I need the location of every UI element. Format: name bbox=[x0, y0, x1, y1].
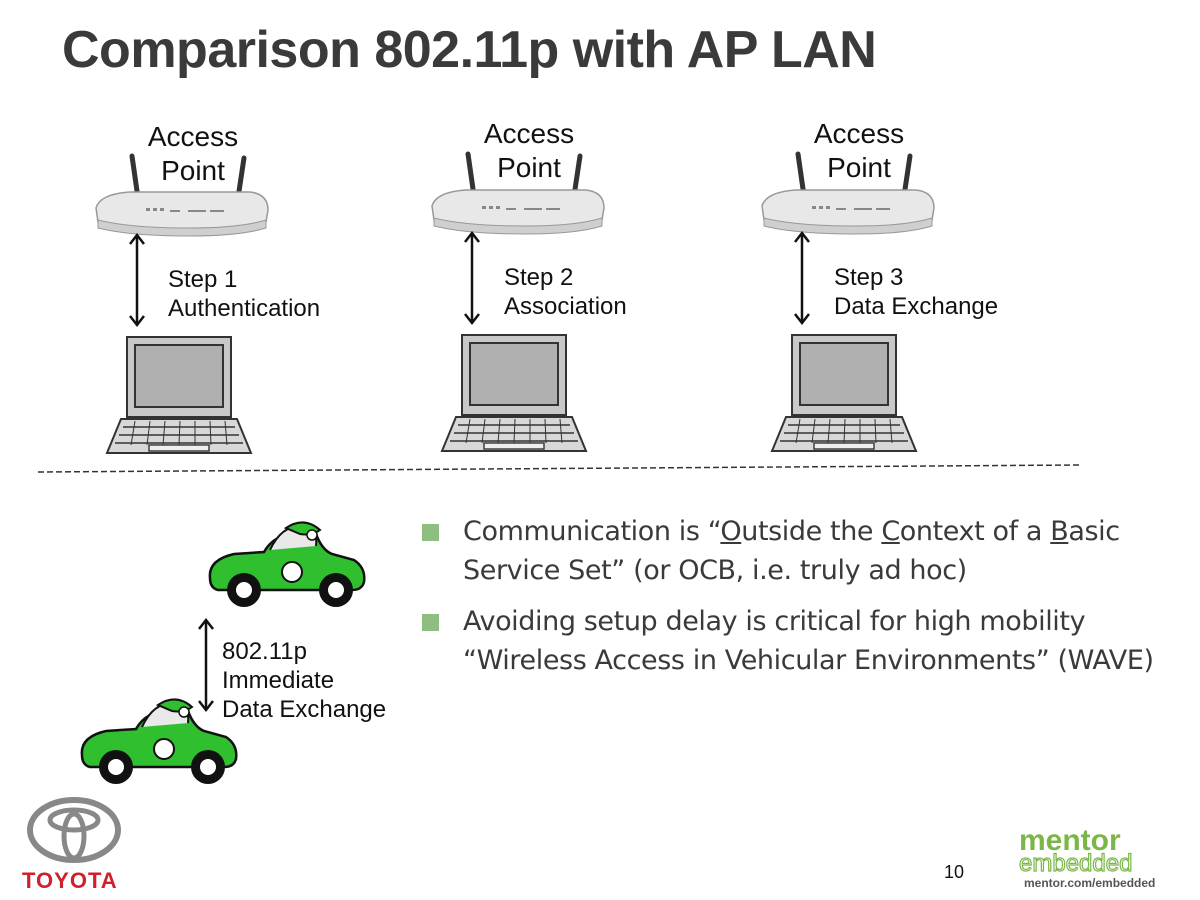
step-3-label: Step 3 Data Exchange bbox=[834, 263, 998, 321]
access-point-label-line2: Point bbox=[161, 155, 225, 186]
double-arrow-icon bbox=[129, 233, 146, 327]
mentor-embedded-logo: mentor embedded bbox=[1018, 826, 1133, 876]
step-1-label: Step 1 Authentication bbox=[168, 265, 320, 323]
mentor-logo-word: mentor bbox=[1019, 826, 1121, 857]
router-icon bbox=[756, 148, 941, 240]
access-point-label-line2: Point bbox=[497, 152, 561, 183]
bullet-list: Communication is “Outside the Context of… bbox=[422, 512, 1162, 692]
mentor-url: mentor.com/embedded bbox=[1024, 876, 1156, 890]
protocol-name: 802.11p bbox=[222, 638, 307, 665]
step-number: Step 2 bbox=[504, 264, 574, 291]
step-number: Step 1 bbox=[168, 266, 238, 293]
double-arrow-icon bbox=[464, 231, 481, 325]
race-car-icon bbox=[80, 698, 238, 786]
bullet-square-icon bbox=[422, 614, 439, 631]
section-divider bbox=[38, 464, 1081, 473]
step-name: Authentication bbox=[168, 295, 321, 322]
access-point-label-line2: Point bbox=[827, 152, 891, 183]
step-name: Association bbox=[504, 293, 627, 320]
step-2-label: Step 2 Association bbox=[504, 263, 627, 321]
access-point-label-line1: Access bbox=[147, 121, 239, 152]
bullet-text-1: Communication is “Outside the Context of… bbox=[463, 516, 1120, 586]
laptop-icon bbox=[441, 334, 587, 452]
car-link-line3: Data Exchange bbox=[222, 696, 387, 723]
embedded-logo-word: embedded bbox=[1019, 850, 1132, 876]
router-icon bbox=[426, 148, 611, 240]
toyota-logo bbox=[27, 797, 121, 863]
bullet-text-2: Avoiding setup delay is critical for hig… bbox=[463, 606, 1154, 676]
access-point-label-line1: Access bbox=[813, 118, 905, 149]
bullet-item: Communication is “Outside the Context of… bbox=[422, 512, 1162, 590]
double-arrow-icon bbox=[794, 231, 811, 325]
bullet-item: Avoiding setup delay is critical for hig… bbox=[422, 602, 1162, 680]
laptop-icon bbox=[106, 336, 252, 454]
slide-title: Comparison 802.11p with AP LAN bbox=[62, 21, 877, 79]
router-icon bbox=[90, 150, 275, 242]
access-point-label-3: Access Point bbox=[774, 117, 944, 185]
car-link-label: 802.11p Immediate Data Exchange bbox=[222, 637, 386, 724]
access-point-label-2: Access Point bbox=[444, 117, 614, 185]
page-number: 10 bbox=[944, 862, 965, 882]
car-link-line2: Immediate bbox=[222, 667, 335, 694]
step-name: Data Exchange bbox=[834, 293, 999, 320]
race-car-icon bbox=[208, 521, 366, 609]
toyota-wordmark: TOYOTA bbox=[22, 868, 118, 893]
laptop-icon bbox=[771, 334, 917, 452]
bullet-square-icon bbox=[422, 524, 439, 541]
access-point-label-line1: Access bbox=[483, 118, 575, 149]
step-number: Step 3 bbox=[834, 264, 904, 291]
access-point-label-1: Access Point bbox=[108, 120, 278, 188]
